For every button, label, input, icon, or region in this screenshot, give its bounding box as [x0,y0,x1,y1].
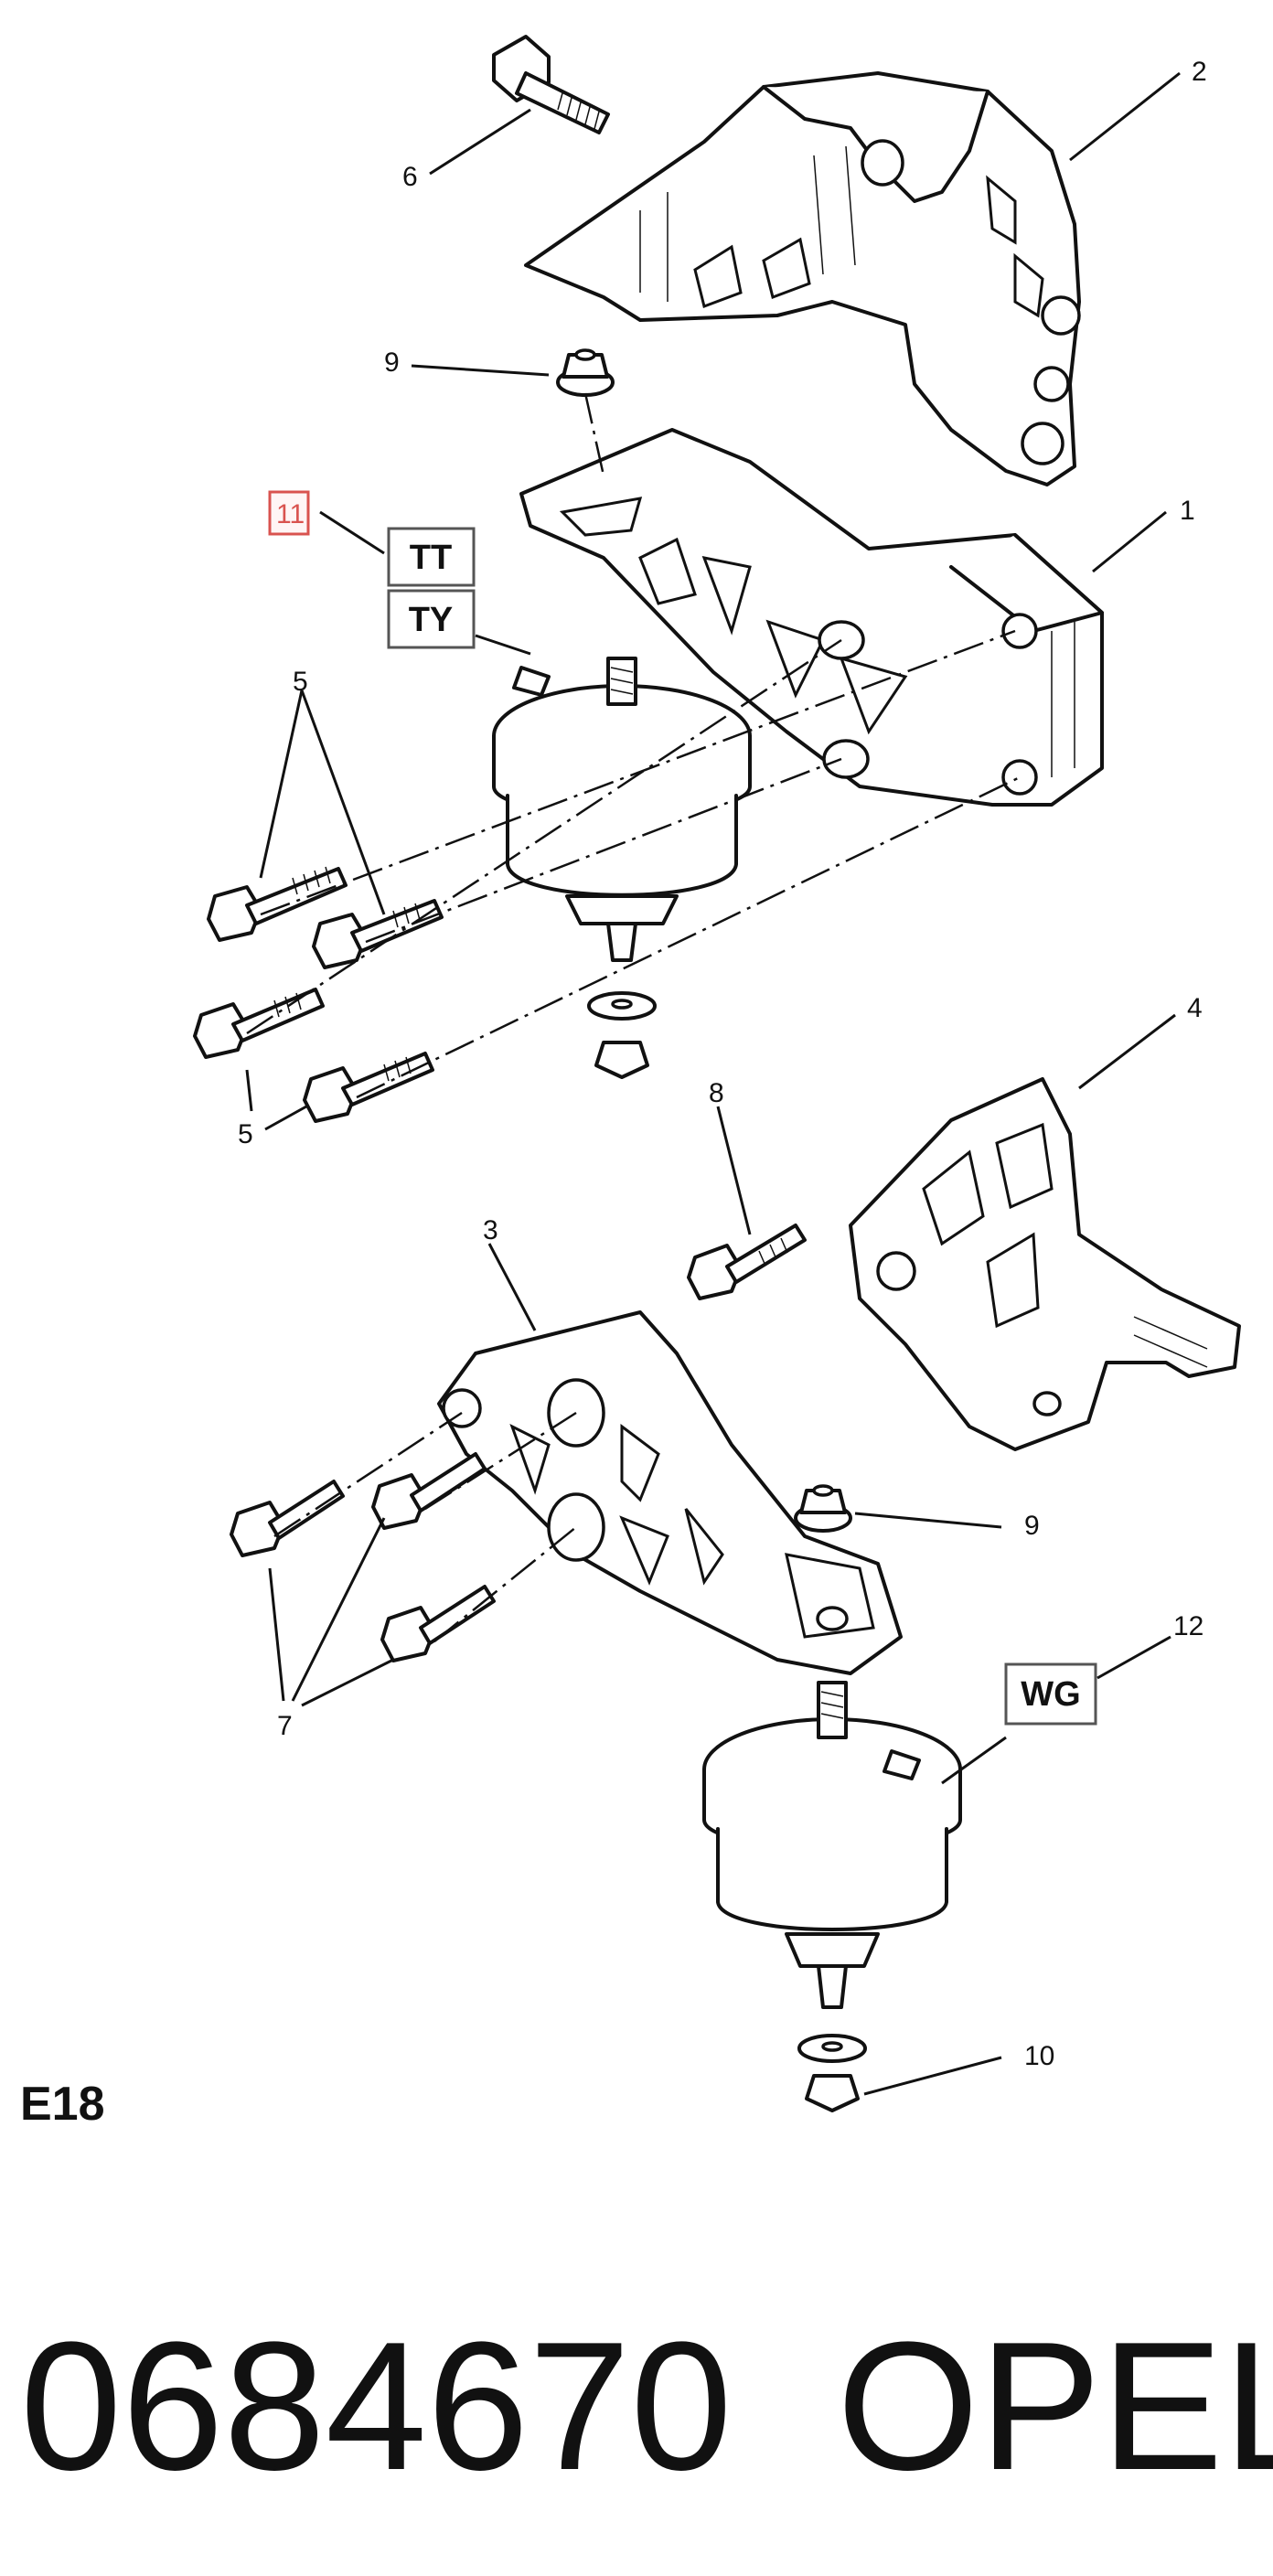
code-tt: TT [410,539,452,577]
washer-and-nut-upper [587,991,657,1079]
callout-5-lower: 5 [238,1119,253,1149]
washer-and-nut-part-10 [797,2034,867,2112]
code-ty: TY [409,601,454,639]
bolt-part-5-d [303,1052,434,1123]
callout-6: 6 [402,162,418,192]
code-box-wg [1004,1662,1097,1726]
section-label: E18 [20,2078,105,2131]
callout-3: 3 [483,1215,498,1245]
callout-5-upper: 5 [293,667,308,697]
callout-2: 2 [1192,57,1207,87]
callout-11: 11 [276,499,305,529]
code-box-tt [387,527,476,587]
part-number: 0684670 [20,2304,733,2508]
bolt-part-7-b [371,1452,487,1530]
code-box-ty [387,589,476,649]
callout-9-upper: 9 [384,347,400,378]
callout-8: 8 [709,1078,724,1108]
rubber-mount-upper [492,657,752,962]
callout-10: 10 [1024,2041,1054,2071]
bolt-part-7-a [230,1480,345,1557]
bolt-part-5-c [193,988,325,1059]
bolt-part-6 [492,35,610,134]
bolt-part-5-b [312,899,444,969]
alignment-lines [246,392,1021,1642]
bracket-part-2 [524,71,1081,486]
flange-nut-part-9-upper [556,348,615,397]
callout-4: 4 [1187,993,1203,1023]
bolt-part-8 [687,1224,807,1300]
bracket-part-1 [519,428,1104,807]
flange-nut-part-9-lower [794,1484,852,1533]
leader-lines [245,71,1181,2096]
part-11-highlight-box [268,490,310,536]
callout-1: 1 [1180,496,1195,526]
rubber-mount-lower [702,1681,962,2009]
brand-name: OPEL [837,2304,1273,2508]
callout-12: 12 [1173,1611,1203,1641]
bracket-part-4 [849,1077,1241,1451]
callout-9-lower: 9 [1024,1511,1040,1541]
callout-7: 7 [277,1711,293,1741]
code-wg: WG [1021,1675,1080,1714]
bolt-part-7-c [380,1585,496,1662]
